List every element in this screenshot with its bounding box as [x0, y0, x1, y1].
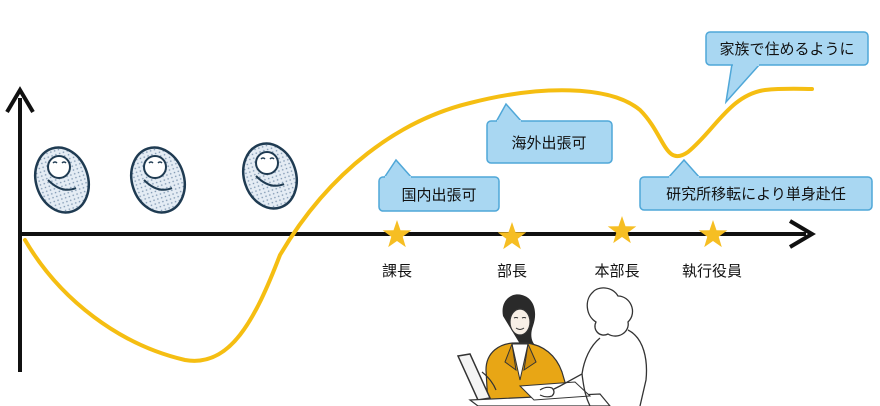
callout-relocation: 研究所移転により単身赴任: [639, 158, 873, 211]
star-icon: [607, 216, 637, 244]
x-axis-arrow-head-icon: [788, 219, 816, 249]
baby-icon: [130, 146, 186, 214]
meeting-illustration: [456, 287, 648, 406]
callout-text: 海外出張可: [511, 134, 586, 152]
callout-overseas-trip: 海外出張可: [486, 102, 613, 164]
callout-family-living: 家族で住めるように: [705, 31, 869, 105]
milestone-label: 部長: [497, 262, 527, 280]
star-icon: [382, 220, 412, 248]
callout-text: 国内出張可: [401, 186, 476, 204]
y-axis-arrow-head-icon: [5, 86, 35, 114]
milestone-label: 執行役員: [682, 262, 742, 280]
milestone-label: 本部長: [594, 262, 639, 280]
life-satisfaction-curve: [23, 86, 814, 363]
milestone-label: 課長: [382, 262, 412, 280]
baby-icon: [34, 146, 90, 214]
callout-domestic-trip: 国内出張可: [378, 158, 500, 212]
baby-icon: [242, 142, 298, 210]
callout-text: 家族で住めるように: [719, 40, 854, 58]
star-icon: [497, 222, 527, 250]
callout-text: 研究所移転により単身赴任: [666, 185, 846, 203]
star-icon: [698, 220, 728, 248]
